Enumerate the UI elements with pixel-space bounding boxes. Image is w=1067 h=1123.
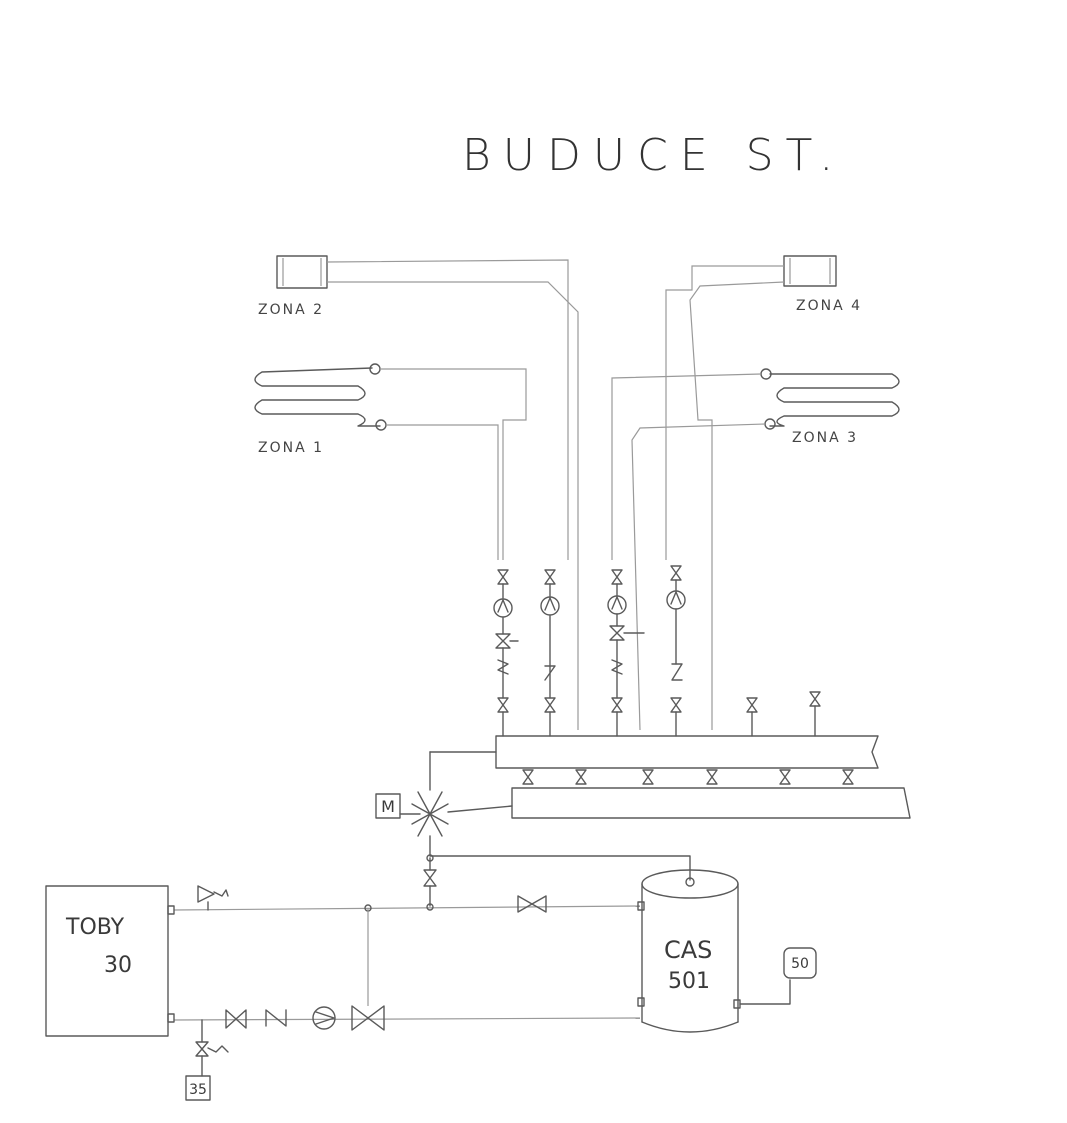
boiler-size: 30 (104, 953, 132, 978)
expansion-50-label: 50 (791, 956, 809, 972)
zone2-return-pipe (327, 281, 579, 730)
expansion-35-label: 35 (189, 1082, 207, 1098)
zone1-label: ZONA 1 (258, 440, 324, 456)
zone2-radiator (276, 255, 328, 289)
zone1-supply-pipe (380, 368, 527, 560)
zone1-return-pipe (386, 424, 499, 560)
zone2-label: ZONA 2 (258, 302, 324, 318)
actuator-label: M (381, 797, 395, 816)
zone4-supply-pipe (665, 265, 784, 560)
boiler-flow-pipe (173, 905, 641, 911)
zone3-floor-coil (760, 368, 900, 430)
zone2-branch-fittings (540, 569, 560, 737)
supply-header (495, 735, 879, 769)
tank-top-pipe (429, 835, 691, 881)
return-mixing-valve (351, 1005, 385, 1031)
zone1-floor-coil (254, 363, 387, 431)
zone3-supply-pipe (611, 373, 762, 560)
diagram-title: BUDUCE ST. (462, 130, 845, 181)
return-shutoff-valve (225, 1009, 247, 1029)
zone1-branch-fittings (493, 569, 519, 737)
boiler-name: TOBY (65, 915, 125, 940)
safety-valve-flow (197, 885, 229, 911)
zone3-branch-fittings (607, 569, 645, 737)
boiler-pump (312, 1006, 336, 1030)
boiler-return-pipe (173, 1017, 641, 1021)
zone3-label: ZONA 3 (792, 430, 858, 446)
zone4-return-pipe (689, 281, 785, 730)
spare-valves-upper (746, 691, 821, 737)
zone4-radiator (783, 255, 837, 287)
zone3-return-pipe (631, 423, 766, 731)
tank-volume: 501 (668, 969, 710, 994)
mixing-valve (399, 751, 513, 837)
storage-tank (641, 869, 739, 1033)
return-header (511, 787, 911, 819)
tank-name: CAS (664, 936, 712, 964)
check-valve (265, 1009, 287, 1027)
zone2-supply-pipe (326, 259, 569, 560)
zone4-branch-fittings (666, 565, 686, 737)
shutoff-valve-vertical (423, 869, 437, 887)
expansion-vessel-50 (783, 947, 817, 979)
expansion-vessel-35 (185, 1075, 211, 1101)
zone4-label: ZONA 4 (796, 298, 862, 314)
tank-inlet-valve (517, 895, 547, 913)
boiler-box (45, 885, 169, 1037)
expansion-35-valve (195, 1041, 209, 1057)
actuator-box (375, 793, 401, 819)
header-return-valves (522, 769, 854, 785)
